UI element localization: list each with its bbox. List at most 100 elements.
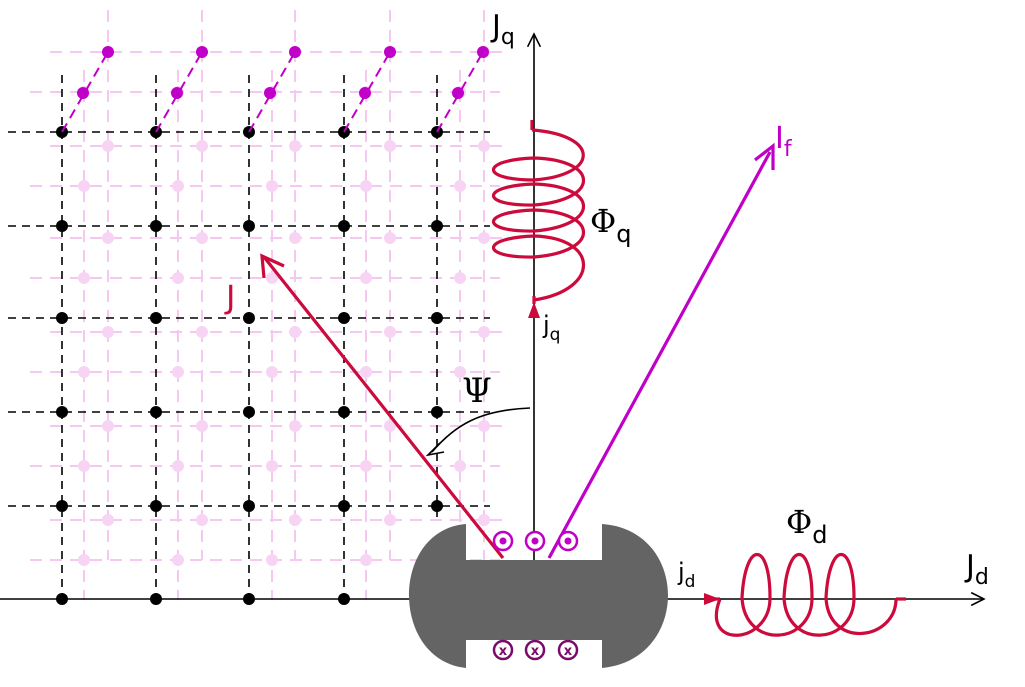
lattice-node-faded <box>172 272 184 284</box>
lattice-node <box>243 406 255 418</box>
lattice-node-faded <box>172 366 184 378</box>
phi-d-coil <box>705 552 906 637</box>
if-vector-arrowhead <box>754 142 775 170</box>
lattice-node <box>431 500 443 512</box>
lattice-node-faded <box>289 326 301 338</box>
lattice-node-faded <box>454 272 466 284</box>
magenta-node <box>289 46 301 58</box>
lattice-node-faded <box>360 554 372 566</box>
lattice-node-faded <box>196 420 208 432</box>
lattice-node-faded <box>102 232 114 244</box>
magenta-node <box>359 87 371 99</box>
cross-mark: x <box>564 644 573 659</box>
lattice-node-faded <box>266 554 278 566</box>
lattice-node-faded <box>266 180 278 192</box>
rotor <box>409 524 668 668</box>
lattice-grid <box>8 75 490 600</box>
lattice-node-faded <box>454 180 466 192</box>
lattice-node-faded <box>172 460 184 472</box>
lattice-node-faded <box>454 366 466 378</box>
lattice-node <box>338 220 350 232</box>
j-vector-arrowhead <box>260 253 285 279</box>
jd-axis-label: Jd <box>964 549 989 590</box>
lattice-node <box>431 220 443 232</box>
lattice-node-faded <box>196 232 208 244</box>
lattice-node <box>56 312 68 324</box>
lattice-node <box>338 312 350 324</box>
lattice-node-faded <box>266 460 278 472</box>
magenta-node <box>171 87 183 99</box>
magenta-node <box>452 87 464 99</box>
lattice-node <box>150 406 162 418</box>
lattice-node <box>338 406 350 418</box>
lattice-nodes <box>56 126 443 605</box>
jd-current-label: jd <box>677 558 695 592</box>
lattice-node-faded <box>78 554 90 566</box>
lattice-node-faded <box>289 140 301 152</box>
cross-mark: x <box>531 644 540 659</box>
lattice-node-faded <box>384 514 396 526</box>
cross-mark: x <box>499 644 508 659</box>
magenta-node <box>264 87 276 99</box>
lattice-node <box>431 312 443 324</box>
lattice-node <box>243 312 255 324</box>
lattice-node <box>150 312 162 324</box>
lattice-node-faded <box>102 326 114 338</box>
conductors-out-dots <box>499 537 572 545</box>
magenta-node <box>77 87 89 99</box>
phi-q-label: Φq <box>590 202 631 248</box>
jd-current-arrow <box>704 593 720 605</box>
lattice-node-faded <box>478 326 490 338</box>
lattice-node-faded <box>454 460 466 472</box>
psi-angle-label: Ψ <box>462 371 492 411</box>
lattice-node-faded <box>289 514 301 526</box>
lattice-node-faded <box>360 272 372 284</box>
lattice-node <box>243 220 255 232</box>
if-vector-label: If <box>775 121 793 162</box>
lattice-node-faded <box>384 140 396 152</box>
lattice-node-faded <box>196 140 208 152</box>
conductors-in-marks: x x x <box>499 644 573 659</box>
psi-angle-arrowhead <box>425 442 445 457</box>
lattice-node <box>56 500 68 512</box>
lattice-node-faded <box>384 326 396 338</box>
lattice-node-faded <box>196 514 208 526</box>
lattice-node-faded <box>384 232 396 244</box>
lattice-node <box>243 500 255 512</box>
lattice-node-faded <box>102 140 114 152</box>
jq-axis-label: Jq <box>490 9 515 50</box>
lattice-node-faded <box>360 180 372 192</box>
lattice-node-faded <box>478 232 490 244</box>
lattice-node-faded <box>102 514 114 526</box>
lattice-node <box>150 500 162 512</box>
conductors-in <box>492 639 579 661</box>
lattice-node-faded <box>360 366 372 378</box>
lattice-node <box>56 406 68 418</box>
j-vector-label: J <box>224 278 235 316</box>
magenta-node <box>102 46 114 58</box>
lattice-node-faded <box>478 140 490 152</box>
j-vector <box>262 256 505 559</box>
lattice-node-faded <box>78 180 90 192</box>
lattice-node-faded <box>478 420 490 432</box>
magenta-diagonals <box>61 46 489 133</box>
lattice-node-faded <box>478 514 490 526</box>
lattice-node-faded <box>289 420 301 432</box>
magenta-node <box>384 46 396 58</box>
magenta-node <box>196 46 208 58</box>
lattice-node-faded <box>78 272 90 284</box>
lattice-node <box>150 220 162 232</box>
magenta-node <box>477 46 489 58</box>
jq-current-arrow <box>528 302 540 318</box>
lattice-node-faded <box>266 272 278 284</box>
lattice-node-faded <box>196 326 208 338</box>
lattice-node <box>338 500 350 512</box>
lattice-node-faded <box>102 420 114 432</box>
lattice-node-faded <box>289 232 301 244</box>
lattice-node-faded <box>172 554 184 566</box>
lattice-node-faded <box>266 366 278 378</box>
lattice-node-faded <box>360 460 372 472</box>
lattice-node-faded <box>172 180 184 192</box>
phi-q-coil <box>491 120 586 304</box>
